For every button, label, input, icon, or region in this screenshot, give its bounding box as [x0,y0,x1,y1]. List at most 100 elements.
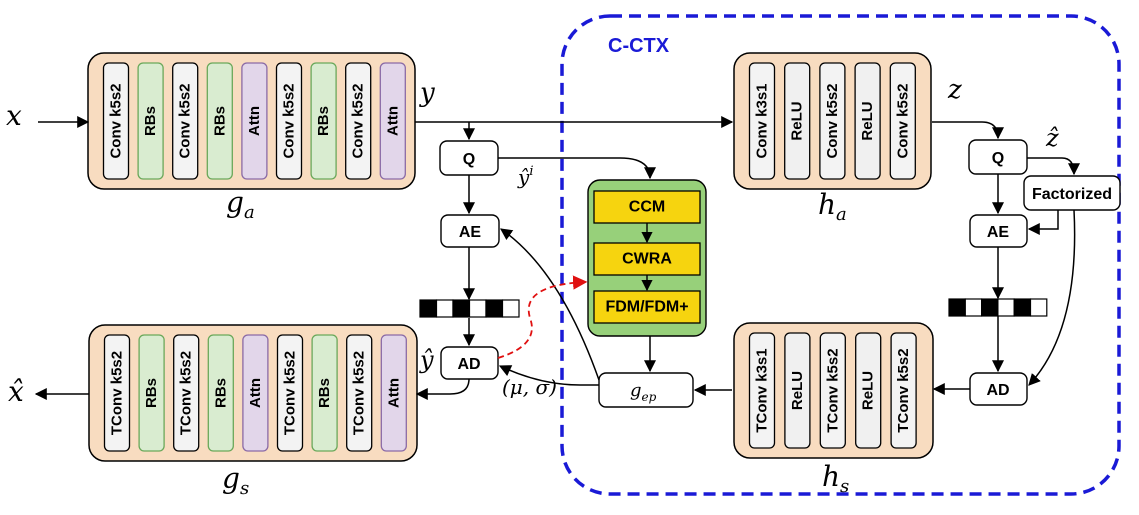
latent-z-label: z [947,75,962,105]
module-2-label: FDM/FDM+ [605,299,688,316]
gs-layer-6-box [311,334,338,452]
ha-label: ha [818,188,847,225]
context-boundary [560,14,1121,496]
output-x-hat-label: x̂ [8,375,24,408]
arrow-gep-to-ae [500,228,600,381]
hs-layer-4-label: TConv k5s2 [895,348,912,432]
synthesis-transform-gs: TConv k5s2 RBs TConv k5s2 RBs Attn TConv k5s2… [88,324,418,462]
module-0-label: CCM [629,199,665,216]
gs-label: gs [222,462,249,499]
ga-layer-4-box [241,62,268,180]
factorized-entropy-box [1023,175,1121,211]
arrow-gep-to-ad [498,365,599,386]
module-2-box [593,290,701,324]
hs-layer-1-label: ReLU [789,371,806,410]
bitstream-right [948,298,1048,317]
arrow-ad-to-gs [415,378,470,400]
connections [34,116,1080,400]
ha-layer-1-label: ReLU [789,101,806,140]
context-label: C-CTX [608,35,670,57]
gs-layer-7-label: TConv k5s2 [351,351,368,435]
arith-decoder-left-label: AD [457,356,480,373]
mu-sigma-label: (μ, σ) [502,375,557,399]
ga-layer-1-label: RBs [142,106,159,136]
gs-layer-1-label: RBs [143,378,160,408]
ga-layer-6-label: RBs [315,106,332,136]
arrow-ad-to-fdm-dashed [497,275,588,359]
gs-layer-0-label: TConv k5s2 [109,351,126,435]
hs-layer-2-label: TConv k5s2 [824,348,841,432]
hs-layer-1-box [784,332,811,449]
bits-right-cell-2 [980,298,999,317]
gs-layer-3-label: RBs [212,378,229,408]
hs-layer-4-box [890,332,917,449]
ha-layer-4-box [889,62,916,180]
bits-left-cell-2 [452,299,471,318]
ha-layer-2-box [819,62,846,180]
hs-layer-0-box [748,332,776,449]
arrow-q-to-ccm [498,157,656,180]
module-1-label: CWRA [622,251,672,268]
arith-encoder-right-label: AE [987,224,1010,241]
ha-layer-2-label: Conv k5s2 [824,83,841,158]
gs-layer-4-box [242,334,269,452]
arith-encoder-left-box [440,214,500,248]
ga-layer-8-box [379,62,406,180]
gs-layer-5-label: TConv k5s2 [282,351,299,435]
ga-layer-7-label: Conv k5s2 [350,83,367,158]
gs-layer-1-box [138,334,165,452]
ha-layer-0-label: Conv k3s1 [754,83,771,158]
quantizer-right-label: Q [992,150,1004,167]
arith-encoder-left-label: AE [459,224,482,241]
arrow-ha-to-q [932,121,1004,140]
arrow-q-to-factorized [1027,157,1080,176]
gs-layer-3-box [207,334,234,452]
gs-layer-0-box [103,334,131,452]
module-0-box [593,190,701,224]
bits-left-cell-0 [419,299,438,318]
arrow-factorized-to-ad [1028,209,1076,386]
bits-right-cell-0 [948,298,966,317]
factorized-entropy-label: Factorized [1032,186,1112,203]
gs-layer-8-box [380,334,407,452]
ga-layer-1-box [137,62,164,180]
ga-layer-5-box [275,62,303,180]
ha-layer-3-box [854,62,881,180]
gs-layer-4-label: Attn [247,378,264,408]
hs-layer-3-label: ReLU [860,371,877,410]
bits-right-cell-3 [997,298,1015,317]
ga-layer-0-label: Conv k5s2 [108,83,125,158]
context-modules: CCM CWRA FDM/FDM+ [593,190,701,324]
ga-layer-5-label: Conv k5s2 [281,83,298,158]
gs-layer-6-label: RBs [316,378,333,408]
bitstream-left [419,299,520,318]
ga-label: ga [226,186,255,223]
ga-layer-0-box [102,62,130,180]
latent-y-label: y [419,78,435,108]
gs-layer-2-label: TConv k5s2 [178,351,195,435]
hs-label: hs [822,460,849,497]
input-x-label: x [6,99,22,132]
bits-right-cell-1 [964,298,983,317]
ga-layer-2-label: Conv k5s2 [177,83,194,158]
ga-layer-7-box [345,62,372,180]
bits-left-cell-1 [435,299,454,318]
ga-layer-2-box [172,62,199,180]
gs-layer-8-label: Attn [385,378,402,408]
bits-right-cell-5 [1029,298,1048,317]
hs-layer-2-box [819,332,846,449]
entropy-parameters-box [598,372,694,408]
gs-layer-2-box [173,334,200,452]
gs-layer-7-box [346,334,373,452]
bits-left-cell-3 [468,299,487,318]
hs-layer-3-box [855,332,882,449]
ha-layer-1-box [784,62,811,180]
ga-layer-4-label: Attn [246,106,263,136]
ga-layer-3-box [206,62,233,180]
arith-decoder-right-label: AD [986,382,1009,399]
bits-left-cell-5 [501,299,520,318]
quantized-y-hat-label: ŷ [419,346,434,374]
